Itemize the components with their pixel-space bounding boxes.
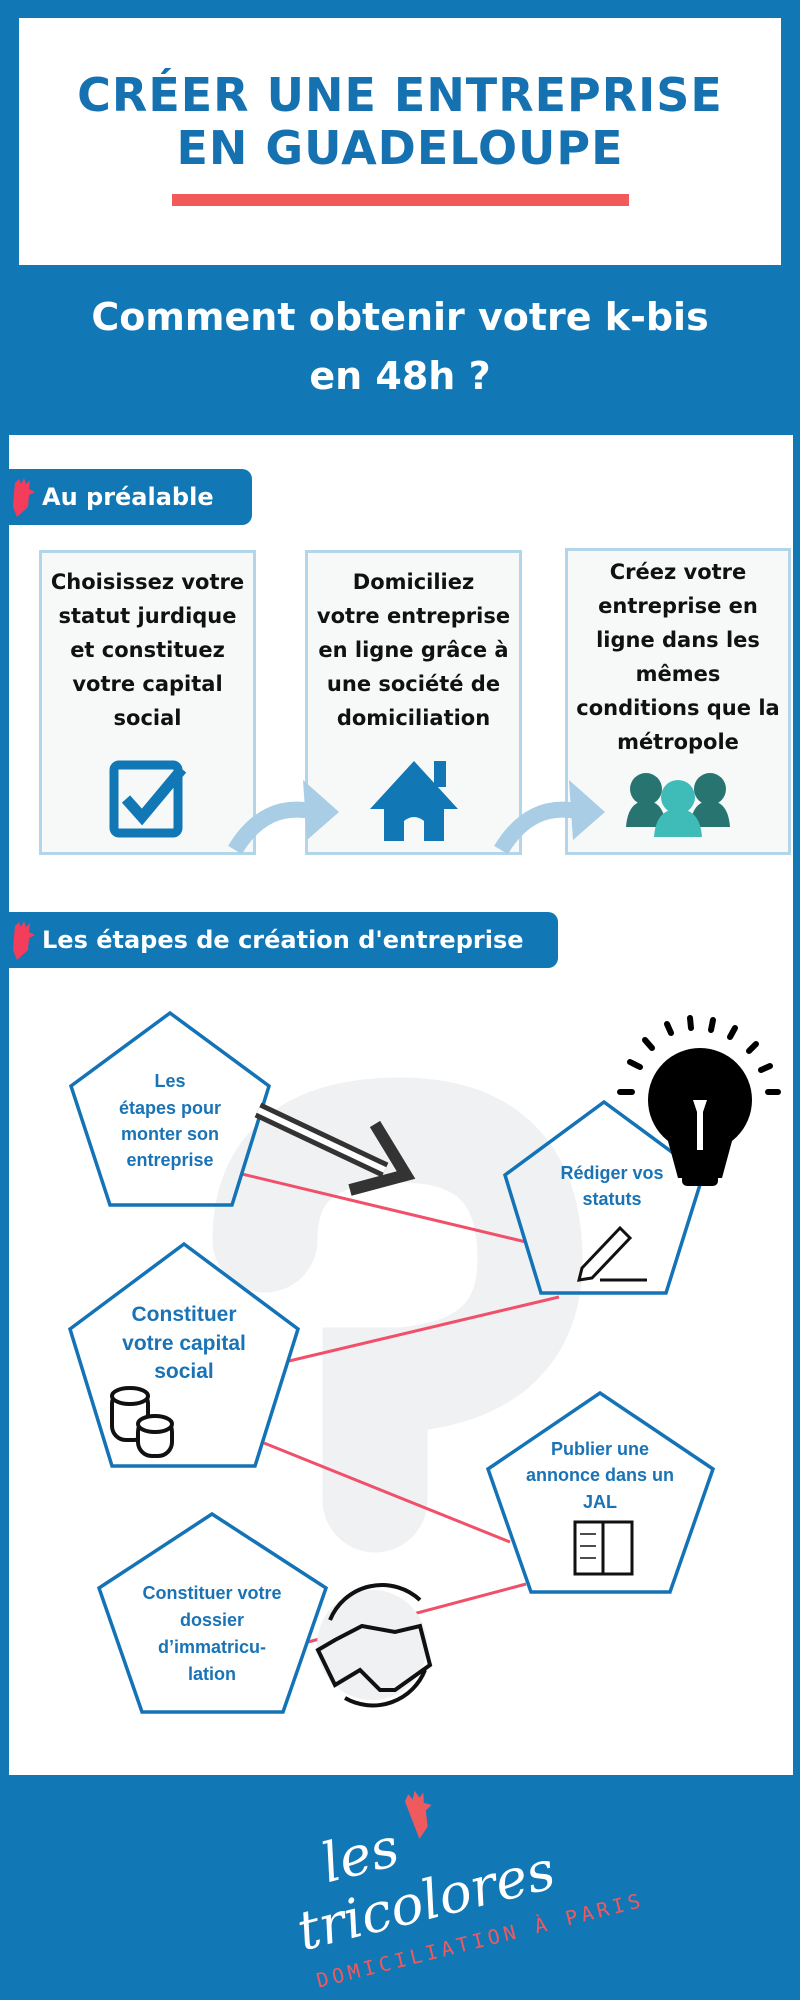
step-5-line: d’immatricu- — [158, 1637, 266, 1657]
curved-arrow-icon — [494, 780, 605, 855]
connector-line — [263, 1441, 511, 1544]
step-pentagon-5 — [96, 1511, 329, 1714]
connector-line — [241, 1172, 527, 1244]
step-1-line: entreprise — [126, 1150, 213, 1170]
section-heading-label: Les étapes de création d'entreprise — [42, 926, 524, 954]
step-3-line: Constituer — [132, 1303, 237, 1326]
step-pentagon-4 — [485, 1390, 716, 1594]
page-title-line-1: CRÉER UNE ENTREPRISE — [77, 68, 723, 122]
section-heading-label: Au préalable — [42, 483, 214, 511]
title-box: CRÉER UNE ENTREPRISE EN GUADELOUPE — [19, 18, 781, 265]
step-1-line: étapes pour — [119, 1098, 221, 1118]
section-heading-steps: Les étapes de création d'entreprise — [9, 912, 558, 968]
step-5-line: Constituer votre — [142, 1583, 281, 1603]
step-1-line: Les — [154, 1071, 185, 1091]
rooster-icon — [13, 921, 35, 960]
handshake-icon — [315, 1583, 433, 1708]
book-icon — [573, 1520, 634, 1576]
rooster-icon — [13, 478, 35, 517]
steps-diagram: Les étapes pour monter son entreprise Ré… — [67, 1010, 781, 1714]
group-icon — [626, 773, 730, 837]
page-title-line-2: EN GUADELOUPE — [176, 121, 624, 175]
step-1-line: monter son — [121, 1124, 219, 1144]
step-pentagon-3 — [67, 1241, 301, 1468]
subtitle-line-1: Comment obtenir votre k-bis — [91, 295, 709, 339]
step-pentagon-1 — [68, 1010, 272, 1207]
coins-icon — [110, 1386, 174, 1458]
lightbulb-icon — [617, 1015, 781, 1186]
pencil-icon — [576, 1225, 647, 1282]
step-2-line: Rédiger vos — [560, 1163, 663, 1183]
footer-logo: les tricolores DOMICILIATION À PARIS — [291, 1790, 647, 1993]
big-arrow-icon — [254, 1102, 416, 1196]
title-underline — [172, 194, 629, 206]
step-4-line: Publier une — [551, 1439, 649, 1459]
section-heading-prerequisites: Au préalable — [9, 469, 252, 525]
house-icon — [369, 761, 458, 841]
checkbox-icon — [109, 760, 186, 838]
subtitle-line-2: en 48h ? — [309, 354, 491, 398]
step-2-line: statuts — [582, 1189, 641, 1209]
step-5-line: lation — [188, 1664, 236, 1684]
step-4-line: annonce dans un — [526, 1465, 674, 1485]
step-4-line: JAL — [583, 1492, 617, 1512]
question-mark-background — [212, 1077, 583, 1553]
step-5-line: dossier — [180, 1610, 244, 1630]
rooster-icon — [404, 1790, 432, 1839]
step-3-line: social — [154, 1360, 214, 1383]
curved-arrow-icon — [228, 780, 339, 855]
step-3-line: votre capital — [122, 1332, 246, 1355]
connector-line — [288, 1295, 560, 1363]
